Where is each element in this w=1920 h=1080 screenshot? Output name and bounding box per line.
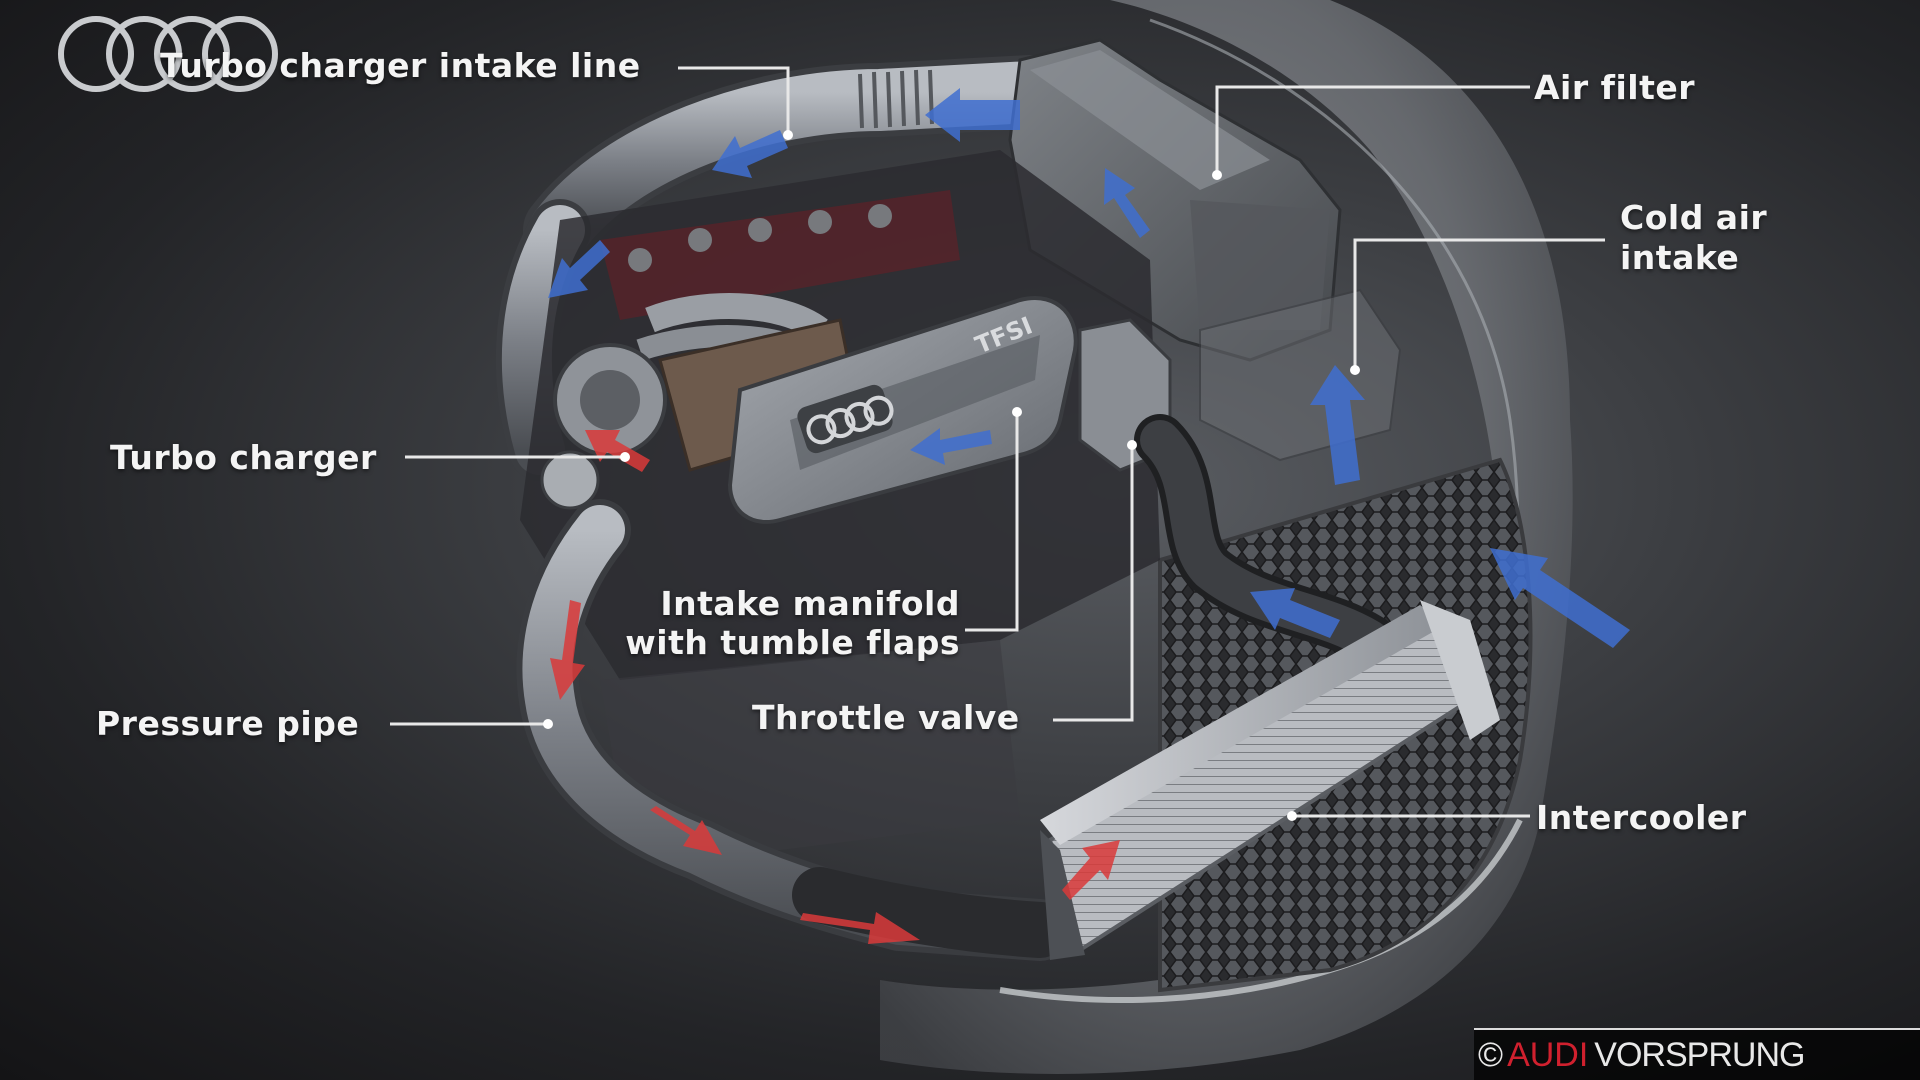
leader-lines [390, 66, 1605, 818]
leader-cold-air-intake [1353, 238, 1605, 370]
leader-dots [543, 130, 1360, 821]
label-pressure-pipe: Pressure pipe [96, 704, 360, 743]
cold-airflow-arrows [548, 88, 1630, 648]
label-cold-air-intake-line2: intake [1620, 238, 1740, 277]
label-intake-manifold-line1: Intake manifold [660, 584, 960, 623]
label-turbo-charger-intake-line: Turbo charger intake line [160, 46, 641, 85]
intercooler-core [1040, 600, 1500, 960]
label-throttle-valve: Throttle valve [752, 698, 1020, 737]
copyright-tagline: VORSPRUNG DURCH TECHNIK [1594, 1036, 1805, 1074]
audi-four-rings-logo [58, 16, 278, 92]
label-cold-air-intake-line1: Cold air [1620, 198, 1768, 237]
leader-intake-manifold [965, 412, 1019, 632]
hot-airflow-arrows [550, 430, 1120, 944]
copyright-brand: AUDI [1507, 1036, 1589, 1074]
copyright-symbol: © [1478, 1036, 1504, 1074]
pressure-pipe [516, 499, 1071, 961]
audi-rings-engine-cover [806, 395, 894, 445]
leader-air-filter [1215, 85, 1530, 175]
label-intercooler: Intercooler [1536, 798, 1747, 837]
leader-turbo-intake-line [678, 66, 790, 135]
leader-throttle-valve [1053, 445, 1134, 722]
label-air-filter: Air filter [1534, 68, 1696, 107]
label-turbo-charger: Turbo charger [110, 438, 377, 477]
engine-block [520, 150, 1160, 860]
label-intake-manifold-line2: with tumble flaps [625, 623, 960, 662]
